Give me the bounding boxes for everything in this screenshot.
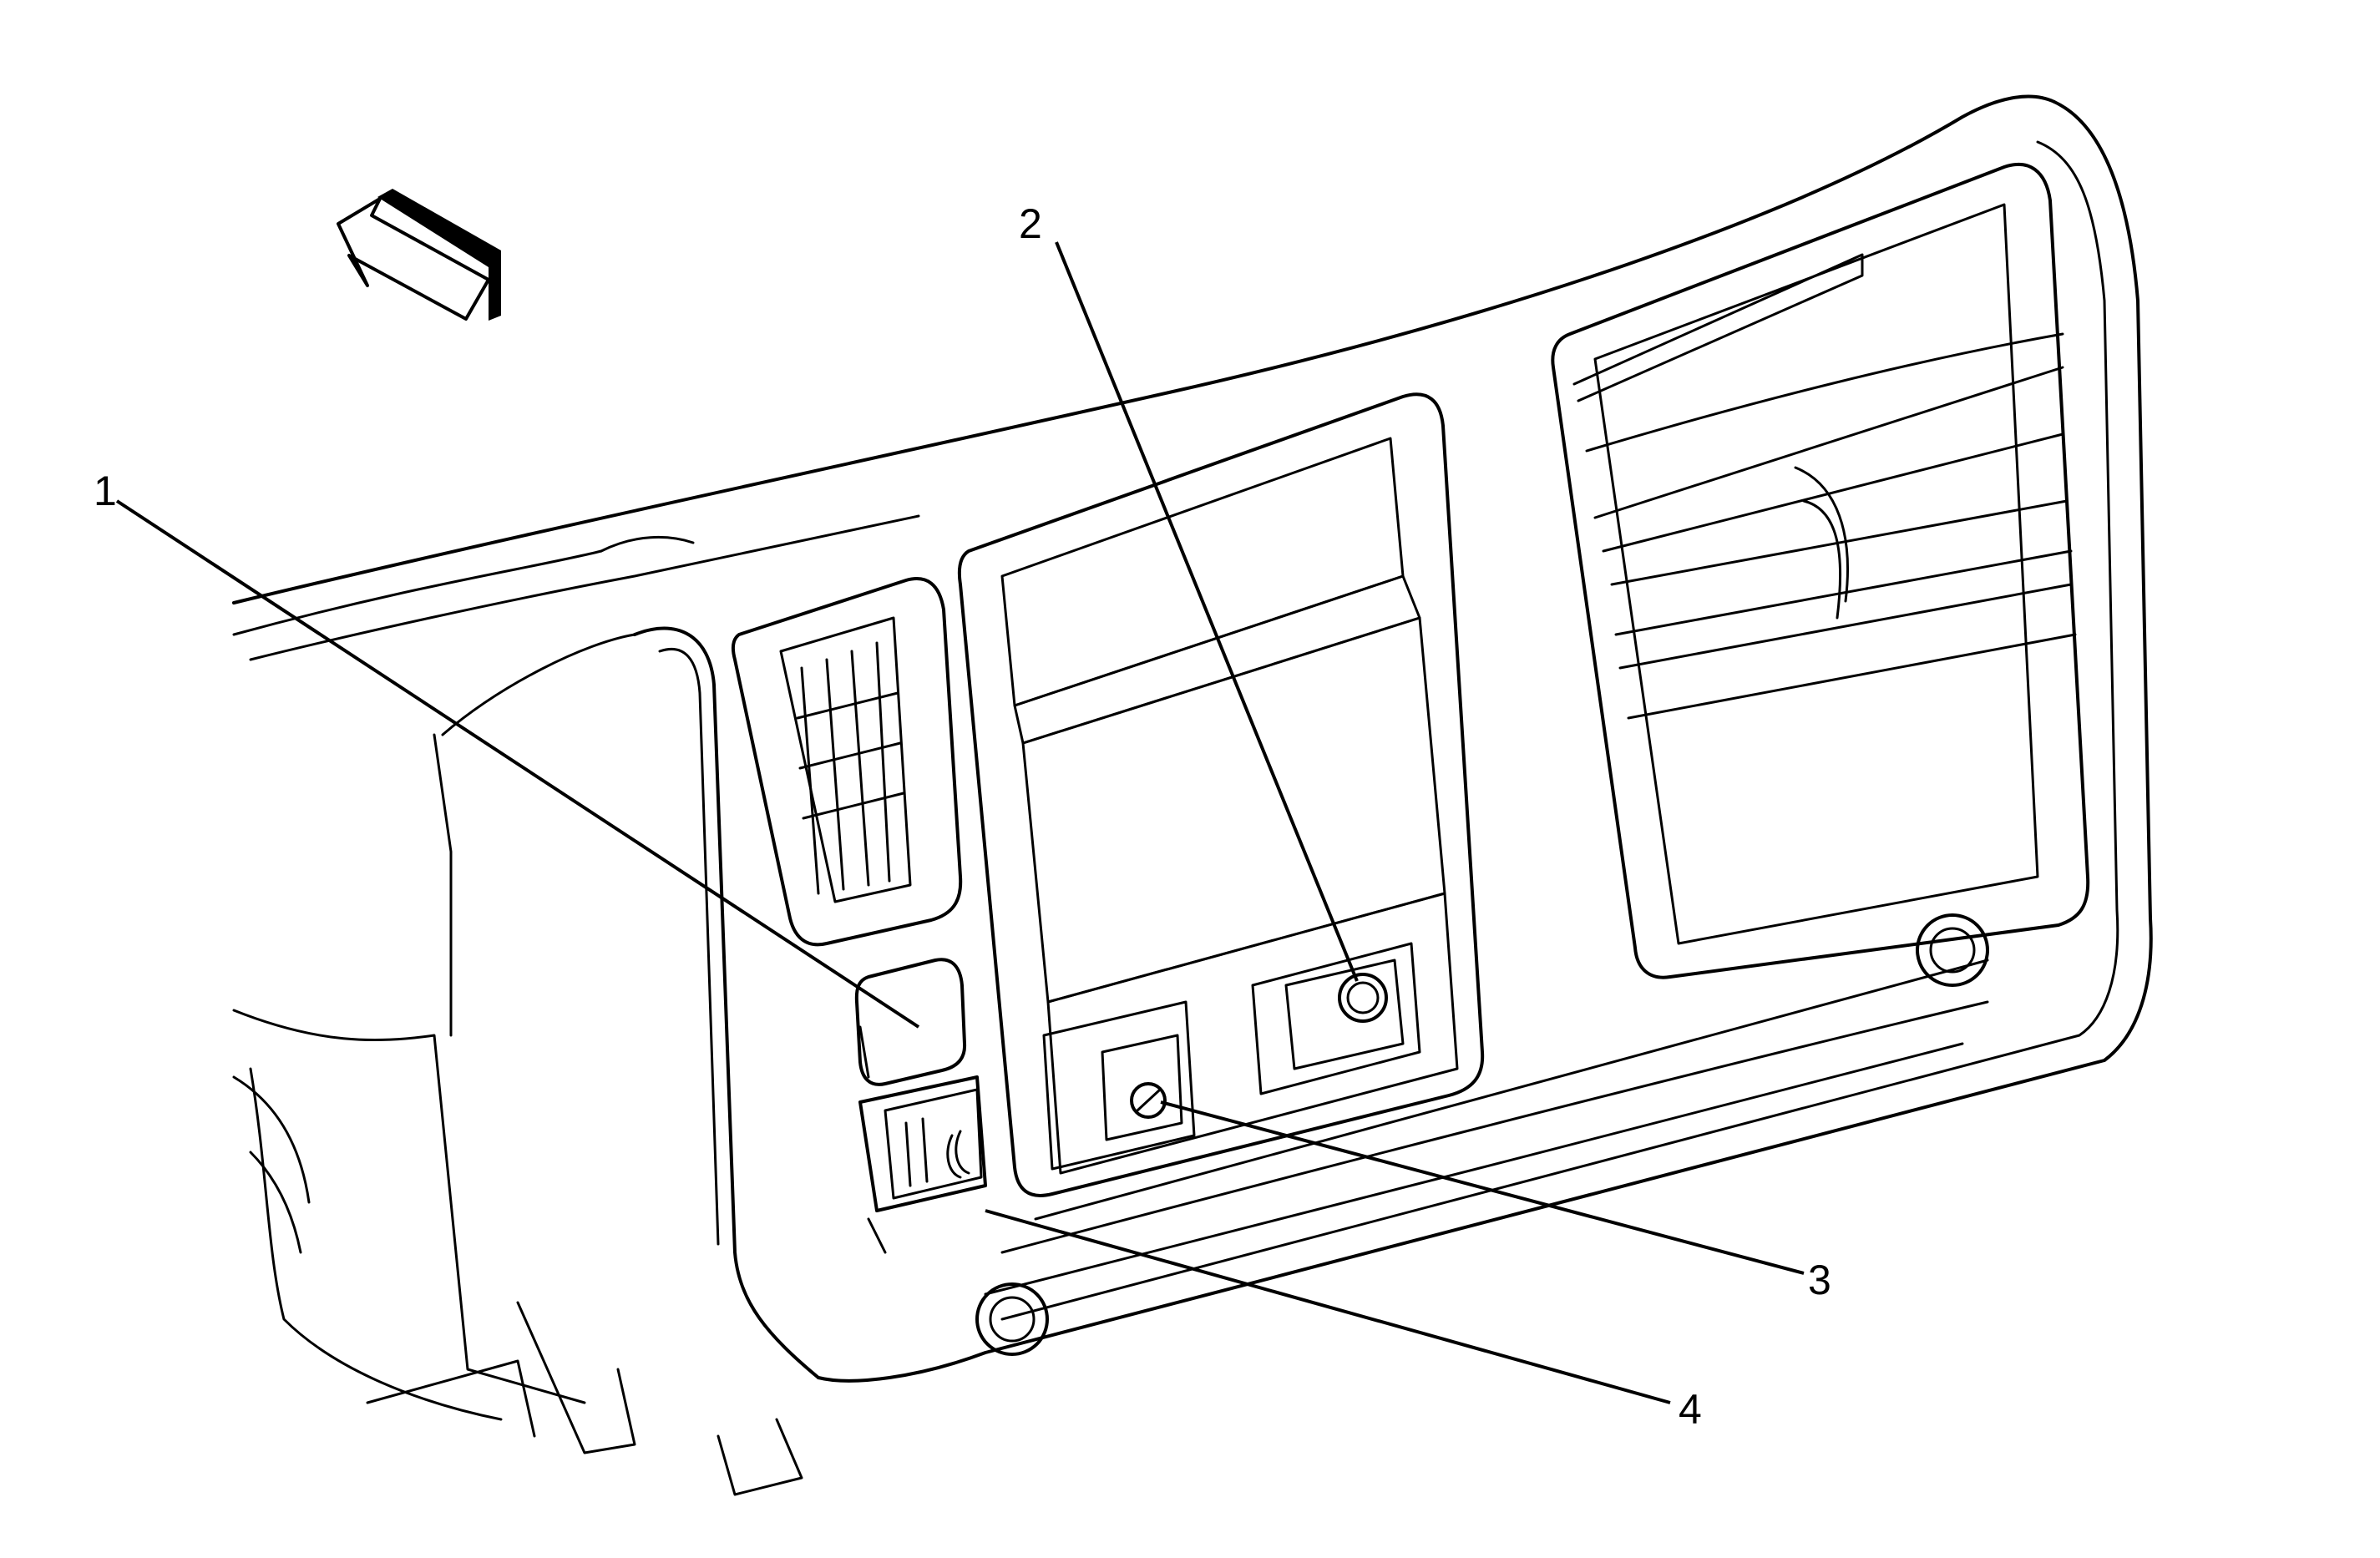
- callout-3: 3: [1808, 1257, 1831, 1303]
- lower-control-strip: [1042, 942, 1421, 1171]
- leader-lines: [115, 241, 1805, 1404]
- leader-line-1: [115, 499, 920, 1029]
- leader-line-4: [985, 1209, 1671, 1404]
- forward-direction-arrow-icon: [337, 189, 501, 321]
- callout-2: 2: [1019, 200, 1042, 247]
- radio-frame: [957, 392, 1485, 1197]
- component-3-screw: [1130, 1082, 1167, 1119]
- left-bezel-outline: [232, 626, 820, 1496]
- leader-line-3: [1160, 1100, 1805, 1275]
- component-2-knob: [1338, 973, 1388, 1023]
- switch-1: [854, 958, 967, 1086]
- callout-1: 1: [94, 468, 117, 514]
- left-air-vent: [731, 577, 963, 947]
- right-air-vent: [1551, 162, 2090, 979]
- leader-line-2: [1055, 241, 1359, 982]
- callout-4: 4: [1679, 1386, 1702, 1433]
- switch-4: [858, 1075, 987, 1254]
- lower-trim-strip: [975, 913, 1989, 1356]
- dash-top-outline: [232, 94, 2153, 1383]
